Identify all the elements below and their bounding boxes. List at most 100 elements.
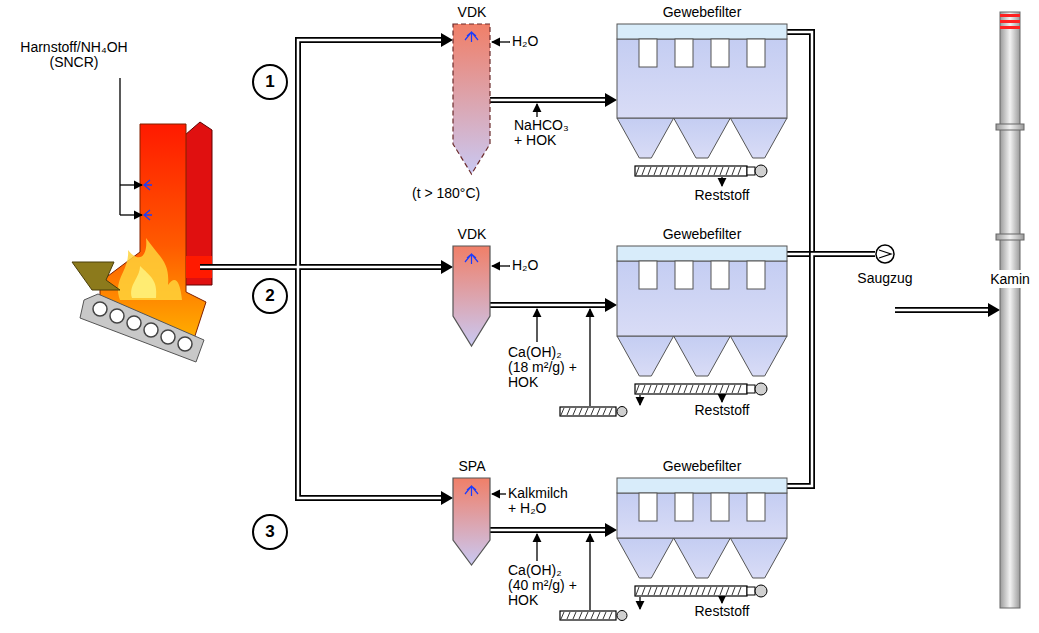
duct-inner <box>787 254 875 486</box>
shape-outline <box>714 167 717 175</box>
shape-outline <box>732 385 735 393</box>
reagent-arrows <box>536 104 537 117</box>
shape-outline <box>732 167 735 175</box>
screw-conveyor <box>617 611 627 621</box>
shape-outline <box>617 538 674 578</box>
shape-outline <box>666 385 669 393</box>
shape-outline <box>654 587 657 595</box>
screw-conveyor <box>597 408 600 415</box>
shape-outline <box>639 493 657 521</box>
node-label: Kamin <box>982 270 1038 288</box>
shape-outline <box>708 587 711 595</box>
shape-outline <box>639 39 657 67</box>
shape-outline <box>617 39 787 118</box>
sncr-injection <box>144 180 152 220</box>
shape-outline <box>747 261 765 289</box>
screw-conveyor <box>567 612 570 619</box>
boiler <box>93 302 107 316</box>
shape-outline <box>684 587 687 595</box>
callout-number: 2 <box>252 278 288 314</box>
duct-outline <box>787 254 875 486</box>
sncr-injection <box>120 78 152 220</box>
boiler <box>127 316 141 330</box>
shape-outline <box>702 167 705 175</box>
boiler <box>100 124 206 345</box>
duct-outline <box>490 97 605 103</box>
recirculation <box>721 597 722 603</box>
flue-duct <box>787 32 875 254</box>
node-label: Saugzug <box>852 270 918 286</box>
duct-inner <box>895 309 988 312</box>
sncr-injection <box>120 214 142 215</box>
shape-outline <box>720 167 723 175</box>
node-label: Gewebefilter <box>612 4 792 22</box>
shape-outline <box>730 336 787 376</box>
screw-conveyor <box>560 407 616 416</box>
screw-conveyor <box>597 612 600 619</box>
shape-outline <box>674 336 731 376</box>
shape-outline <box>617 478 787 493</box>
reactor-vessel <box>453 478 490 565</box>
shape-outline <box>730 118 787 158</box>
shape-outline <box>465 486 478 496</box>
shape-outline <box>696 167 699 175</box>
flue-gas-duct <box>200 33 453 505</box>
shape-outline <box>726 167 729 175</box>
shape-outline <box>755 585 767 597</box>
shape-outline <box>996 234 1024 240</box>
shape-outline <box>666 587 669 595</box>
flue-duct <box>490 298 617 312</box>
reagent-arrows <box>492 265 510 266</box>
annotation-label: Reststoff <box>690 604 754 619</box>
screw-conveyor <box>585 612 588 619</box>
duct-inner <box>490 304 605 307</box>
shape-outline <box>747 587 755 595</box>
reagent-arrows <box>536 534 537 561</box>
recirculation <box>589 309 590 406</box>
shape-outline <box>453 24 490 174</box>
shape-outline <box>674 118 731 158</box>
reactor-node: VDK <box>440 226 504 352</box>
screw-conveyor <box>561 612 564 619</box>
shape-outline <box>732 587 735 595</box>
shape-outline <box>666 167 669 175</box>
boiler <box>80 294 204 362</box>
shape-outline <box>711 493 729 521</box>
shape-outline <box>636 587 639 595</box>
shape-outline <box>660 385 663 393</box>
callout-text: 2 <box>265 288 274 304</box>
screw-conveyor <box>579 612 582 619</box>
shape-outline <box>617 493 787 538</box>
annotation-label: Harnstoff/NH₄OH (SNCR) <box>10 40 138 70</box>
shape-outline <box>453 246 490 346</box>
node-label: VDK <box>440 4 504 22</box>
flue-gas-duct <box>200 40 441 498</box>
shape-outline <box>696 587 699 595</box>
shape-outline <box>642 167 645 175</box>
screw-conveyor <box>603 612 606 619</box>
node-label: Gewebefilter <box>612 226 792 244</box>
shape-outline <box>1000 14 1020 17</box>
flue-duct <box>787 254 875 486</box>
shape-outline <box>617 478 787 596</box>
shape-outline <box>453 24 490 174</box>
reagent-arrows <box>492 493 506 494</box>
annotation-label: Reststoff <box>690 403 754 418</box>
screw-conveyor <box>617 407 627 417</box>
shape-outline <box>642 587 645 595</box>
shape-outline <box>678 385 681 393</box>
fabric-filter <box>617 478 787 596</box>
node-label: Gewebefilter <box>612 458 792 476</box>
annotation-label: Kalkmilch + H₂O <box>508 486 574 516</box>
shape-outline <box>635 166 747 176</box>
shape-outline <box>674 538 731 578</box>
sncr-injection <box>120 184 142 185</box>
callout-text: 1 <box>265 74 274 90</box>
shape-outline <box>738 587 741 595</box>
shape-outline <box>730 538 787 578</box>
reagent-arrows <box>492 41 510 42</box>
shape-outline <box>747 385 755 393</box>
reagent-arrows <box>536 309 537 342</box>
shape-outline <box>747 167 755 175</box>
